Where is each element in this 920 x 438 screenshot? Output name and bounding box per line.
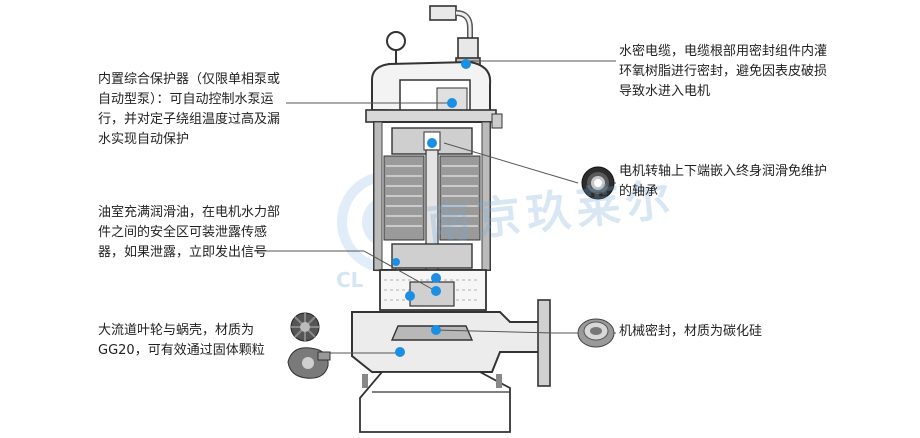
- volute-casing: [351, 311, 541, 373]
- callout-impeller: 大流道叶轮与蜗壳，材质为GG20，可有效通过固体颗粒: [98, 323, 265, 358]
- lower-bearing-block: [391, 243, 473, 269]
- marker-lower-bearing: [431, 273, 441, 283]
- cable-entry: [429, 5, 481, 69]
- marker-cable: [461, 59, 471, 69]
- marker-dots: [392, 59, 471, 357]
- marker-seal-upper: [431, 286, 441, 296]
- upper-flange: [365, 109, 497, 123]
- volute-thumbnail: [287, 347, 331, 379]
- callout-cable: 水密电缆，电缆根部用密封组件内灌环氧树脂进行密封，避免因表皮破损导致水进入电机: [619, 44, 828, 99]
- base-stand: [359, 371, 511, 433]
- marker-small-1: [392, 258, 400, 266]
- watermark-partial: CL: [336, 268, 364, 292]
- leader-lines: [254, 60, 616, 354]
- marker-oil-chamber: [405, 291, 415, 301]
- marker-upper-bearing: [427, 138, 437, 148]
- seal-thumbnail: [577, 318, 615, 348]
- callout-protector: 内置综合保护器（仅限单相泵或自动型泵）：可自动控制水泵运行，并对定子绕组温度过高…: [98, 72, 281, 147]
- impeller-thumbnail: [290, 312, 320, 342]
- marker-protector: [447, 98, 457, 108]
- discharge-flange: [537, 299, 551, 387]
- stator-windings: [383, 155, 481, 241]
- bearing-thumbnail: [581, 166, 615, 200]
- marker-seal: [431, 325, 441, 335]
- callout-seal: 机械密封，材质为碳化硅: [619, 324, 763, 339]
- callout-oil-chamber: 油室充满润滑油，在电机水力部件之间的安全区可装泄露传感器，如果泄露，立即发出信号: [98, 205, 281, 260]
- callout-bearing: 电机转轴上下端嵌入终身润滑免维护的轴承: [619, 164, 828, 199]
- marker-impeller: [395, 347, 405, 357]
